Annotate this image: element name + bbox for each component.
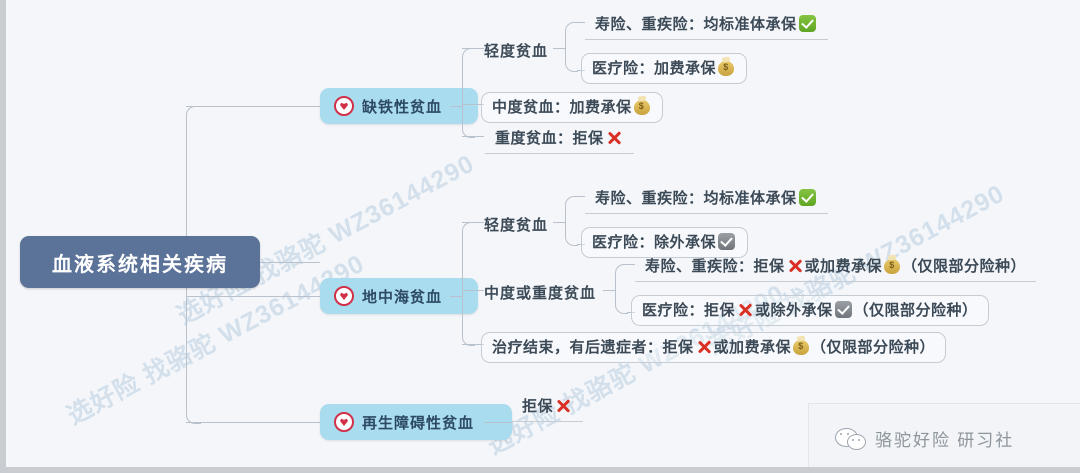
group1-bracket: [565, 22, 578, 72]
heart-badge-icon: [334, 96, 354, 116]
cross-red-icon: [555, 398, 571, 414]
group-label-mild-1: 轻度贫血: [484, 43, 549, 60]
leaf-text: 拒保: [522, 398, 554, 415]
leaf-text-mid: 或加费承保: [713, 339, 792, 356]
branch1-child-line-1: [462, 48, 484, 49]
check-green-icon: [798, 189, 816, 206]
group2b-bracket: [615, 264, 628, 314]
leaf-text: 寿险、重疾险：均标准体承保: [595, 190, 797, 207]
cross-red-icon: [606, 130, 622, 146]
money-bag-icon: [793, 340, 810, 355]
branch-line-2: [186, 296, 320, 297]
cross-red-icon: [737, 302, 753, 318]
branch-line-1: [186, 106, 320, 107]
branch2-child-line-1: [462, 222, 484, 223]
branch-node-label: 地中海贫血: [362, 288, 443, 306]
leaf-text: 治疗结束，有后遗症者：拒保: [492, 339, 694, 356]
branch-node-zaizhang[interactable]: 再生障碍性贫血: [320, 404, 512, 440]
cross-red-icon: [787, 258, 803, 274]
leaf-text: 重度贫血：拒保: [495, 130, 604, 147]
leaf-row[interactable]: 医疗险：拒保 或除外承保 （仅限部分险种）: [631, 295, 989, 326]
leaf-row[interactable]: 寿险、重疾险：均标准体承保: [585, 10, 828, 40]
leaf-row[interactable]: 治疗结束，有后遗症者：拒保 或加费承保 （仅限部分险种）: [481, 332, 947, 363]
leaf-text: 医疗险：拒保: [642, 302, 736, 319]
check-gray-icon: [834, 301, 852, 318]
branch1-child-line-3: [462, 136, 484, 137]
wechat-account-name: 骆驼好险 研习社: [875, 431, 1015, 450]
check-green-icon: [798, 15, 816, 32]
root-node[interactable]: 血液系统相关疾病: [20, 236, 260, 288]
branch-node-tiexing[interactable]: 缺铁性贫血: [320, 88, 478, 124]
branch-node-dizhonghai[interactable]: 地中海贫血: [320, 278, 478, 314]
wechat-icon: [835, 427, 866, 450]
wechat-account-card[interactable]: 骆驼好险 研习社: [808, 403, 1080, 473]
leaf-row[interactable]: 重度贫血：拒保: [485, 124, 634, 154]
leaf-text: 寿险、重疾险：拒保: [645, 258, 785, 275]
cross-red-icon: [696, 339, 712, 355]
group2b-stem: [603, 290, 615, 291]
leaf-row[interactable]: 医疗险：除外承保: [581, 227, 749, 258]
group2b-item-line-1: [627, 264, 635, 265]
group1-item-line-1: [577, 22, 585, 23]
group2a-item-line-1: [577, 196, 585, 197]
leaf-text: 医疗险：除外承保: [592, 234, 717, 251]
leaf-text-tail: （仅限部分险种）: [853, 302, 978, 319]
leaf-row[interactable]: 中度贫血：加费承保: [481, 92, 663, 123]
group-label-moderate-severe: 中度或重度贫血: [484, 285, 597, 302]
group-label-mild-2: 轻度贫血: [484, 217, 549, 234]
leaf-text-tail: （仅限部分险种）: [811, 339, 936, 356]
money-bag-icon: [718, 61, 735, 76]
money-bag-icon: [633, 100, 650, 115]
left-edge-strip: [0, 0, 6, 473]
money-bag-icon: [884, 259, 901, 274]
branch-line-3: [186, 422, 320, 423]
leaf-row[interactable]: 拒保: [512, 392, 584, 422]
leaf-text: 中度贫血：加费承保: [492, 99, 632, 116]
leaf-text-mid: 或加费承保: [804, 258, 883, 275]
leaf-row[interactable]: 寿险、重疾险：均标准体承保: [585, 184, 828, 214]
branch-node-label: 缺铁性贫血: [362, 98, 443, 116]
group2a-bracket: [565, 196, 578, 246]
leaf-text-mid: 或除外承保: [755, 302, 833, 319]
heart-badge-icon: [334, 412, 354, 432]
bottom-edge-strip: [0, 467, 1080, 473]
branch-node-label: 再生障碍性贫血: [362, 414, 475, 432]
heart-badge-icon: [334, 286, 354, 306]
leaf-row[interactable]: 寿险、重疾险：拒保 或加费承保 （仅限部分险种）: [635, 252, 1037, 282]
root-node-label: 血液系统相关疾病: [52, 253, 228, 276]
root-stem-line: [260, 262, 320, 263]
group1-stem: [553, 48, 565, 49]
leaf-row[interactable]: 医疗险：加费承保: [581, 53, 748, 84]
group2a-stem: [553, 222, 565, 223]
leaf-text: 寿险、重疾险：均标准体承保: [595, 16, 797, 33]
leaf-text: 医疗险：加费承保: [592, 60, 717, 77]
leaf-text-tail: （仅限部分险种）: [902, 258, 1027, 275]
check-gray-icon: [718, 233, 736, 250]
